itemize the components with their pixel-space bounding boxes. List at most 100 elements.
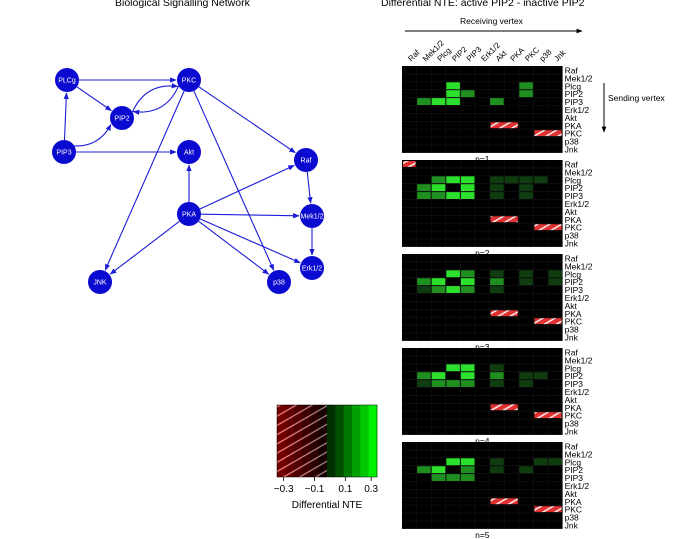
heatmap-cell bbox=[533, 458, 548, 466]
node-label: p38 bbox=[273, 280, 285, 287]
row-label: PKC bbox=[565, 129, 582, 139]
heatmap-cell bbox=[446, 192, 460, 199]
row-label: p38 bbox=[565, 137, 579, 147]
heatmap-cell bbox=[446, 458, 460, 466]
heatmap-cell bbox=[490, 286, 504, 293]
heatmap-panel-5: RafMek1/2PlcgPIP2PIP3Erk1/2AktPKAPKCp38J… bbox=[402, 442, 593, 539]
row-label: Plcg bbox=[565, 269, 582, 279]
row-label: PKA bbox=[565, 121, 582, 131]
edge-pka-to-raf bbox=[199, 164, 295, 210]
colorbar-tick-label: −0.1 bbox=[305, 484, 325, 495]
heatmap-cell bbox=[431, 184, 446, 192]
colorbar-title: Differential NTE bbox=[292, 500, 363, 511]
row-label: Akt bbox=[565, 395, 578, 405]
edge-pka-to-p38 bbox=[198, 220, 270, 275]
heatmap-cell bbox=[460, 176, 475, 184]
heatmap-cell bbox=[431, 98, 446, 105]
node-label: PKA bbox=[182, 212, 196, 219]
row-label: PIP2 bbox=[565, 371, 584, 381]
heatmap-cell bbox=[490, 270, 504, 278]
row-label: PKA bbox=[565, 497, 582, 507]
panel-label: n=4 bbox=[475, 436, 490, 446]
heatmap-cell bbox=[460, 278, 475, 286]
heatmap-cell bbox=[431, 278, 446, 286]
row-label: PIP3 bbox=[565, 191, 584, 201]
heatmap-cell-negative bbox=[490, 498, 518, 505]
edge-pka-to-jnk bbox=[109, 220, 180, 275]
panel-label: n=1 bbox=[475, 154, 490, 164]
heatmap-cell-negative bbox=[534, 506, 562, 513]
heatmap-cell bbox=[519, 82, 533, 90]
heatmap-cell bbox=[460, 474, 475, 481]
edge-pkc-to-raf bbox=[198, 86, 296, 154]
node-label: Mek1/2 bbox=[301, 214, 324, 221]
edge-pip3-to-pip2 bbox=[74, 123, 112, 147]
column-label: PIP3 bbox=[465, 44, 484, 63]
row-label: Mek1/2 bbox=[565, 261, 593, 271]
row-label: p38 bbox=[565, 325, 579, 335]
edge-pkc-to-p38 bbox=[193, 90, 275, 271]
heatmap-cell bbox=[431, 286, 446, 293]
row-label: Jnk bbox=[565, 333, 579, 343]
node-pka: PKA bbox=[177, 202, 201, 226]
heatmap-panel-1: RafMek1/2PlcgPIP2PIP3Erk1/2AktPKAPKCp38J… bbox=[402, 66, 593, 164]
heatmap-cell-negative bbox=[403, 161, 416, 167]
heatmap-cell bbox=[460, 286, 475, 293]
heatmap-cell bbox=[431, 474, 446, 481]
row-label: Mek1/2 bbox=[565, 355, 593, 365]
row-label: PIP3 bbox=[565, 97, 584, 107]
row-label: PKA bbox=[565, 403, 582, 413]
heatmap-cell-negative bbox=[490, 404, 518, 411]
row-label: PIP3 bbox=[565, 473, 584, 483]
row-label: Mek1/2 bbox=[565, 449, 593, 459]
heatmap-cell bbox=[519, 372, 533, 380]
heatmap-cell bbox=[490, 466, 504, 474]
heatmap-cell bbox=[431, 372, 446, 380]
node-label: PLCg bbox=[58, 78, 76, 85]
panel-label: n=5 bbox=[475, 530, 490, 539]
row-label: Plcg bbox=[565, 457, 582, 467]
panel-label: n=3 bbox=[475, 342, 490, 352]
receiving-vertex-label: Receiving vertex bbox=[460, 16, 524, 26]
row-label: PIP3 bbox=[565, 379, 584, 389]
heatmap-cell-negative bbox=[534, 224, 562, 231]
node-label: Akt bbox=[184, 150, 194, 157]
heatmap-cell bbox=[446, 90, 460, 98]
heatmap-cell bbox=[490, 380, 504, 387]
heatmap-cell bbox=[417, 184, 431, 192]
heatmap-cell bbox=[446, 474, 460, 481]
heatmap-cell bbox=[460, 90, 475, 98]
column-label: p38 bbox=[538, 47, 554, 63]
node-erk12: Erk1/2 bbox=[300, 256, 324, 280]
heatmap-cell bbox=[431, 380, 446, 387]
node-label: PIP3 bbox=[56, 150, 71, 157]
heatmap-cell bbox=[431, 466, 446, 474]
heatmap-cell bbox=[519, 466, 533, 474]
colorbar-positive-segment bbox=[352, 405, 361, 477]
edge-pka-to-mek12 bbox=[200, 213, 300, 219]
row-label: Akt bbox=[565, 489, 578, 499]
edge-plcg-to-pip2 bbox=[76, 86, 112, 112]
heatmap-cell bbox=[446, 82, 460, 90]
row-label: PKA bbox=[565, 309, 582, 319]
row-label: PKC bbox=[565, 411, 582, 421]
heatmap-cell bbox=[490, 278, 504, 286]
row-label: p38 bbox=[565, 231, 579, 241]
heatmap-cell-negative bbox=[534, 130, 562, 137]
network-title: Biological Signalling Network bbox=[115, 0, 250, 9]
heatmap-cell bbox=[504, 176, 519, 184]
node-mek12: Mek1/2 bbox=[300, 204, 324, 228]
row-label: PIP3 bbox=[565, 285, 584, 295]
colorbar-hatch-overlay bbox=[277, 405, 327, 477]
node-label: PKC bbox=[182, 78, 196, 85]
heatmap-cell bbox=[490, 98, 504, 105]
node-pkc: PKC bbox=[177, 68, 201, 92]
heatmap-cell-negative bbox=[534, 318, 562, 325]
colorbar-tick-label: 0.3 bbox=[364, 484, 378, 495]
heatmap-cell bbox=[490, 458, 504, 466]
heatmap-cell bbox=[490, 192, 504, 199]
row-label: Plcg bbox=[565, 363, 582, 373]
row-label: Plcg bbox=[565, 81, 582, 91]
column-label: Raf bbox=[406, 48, 422, 64]
